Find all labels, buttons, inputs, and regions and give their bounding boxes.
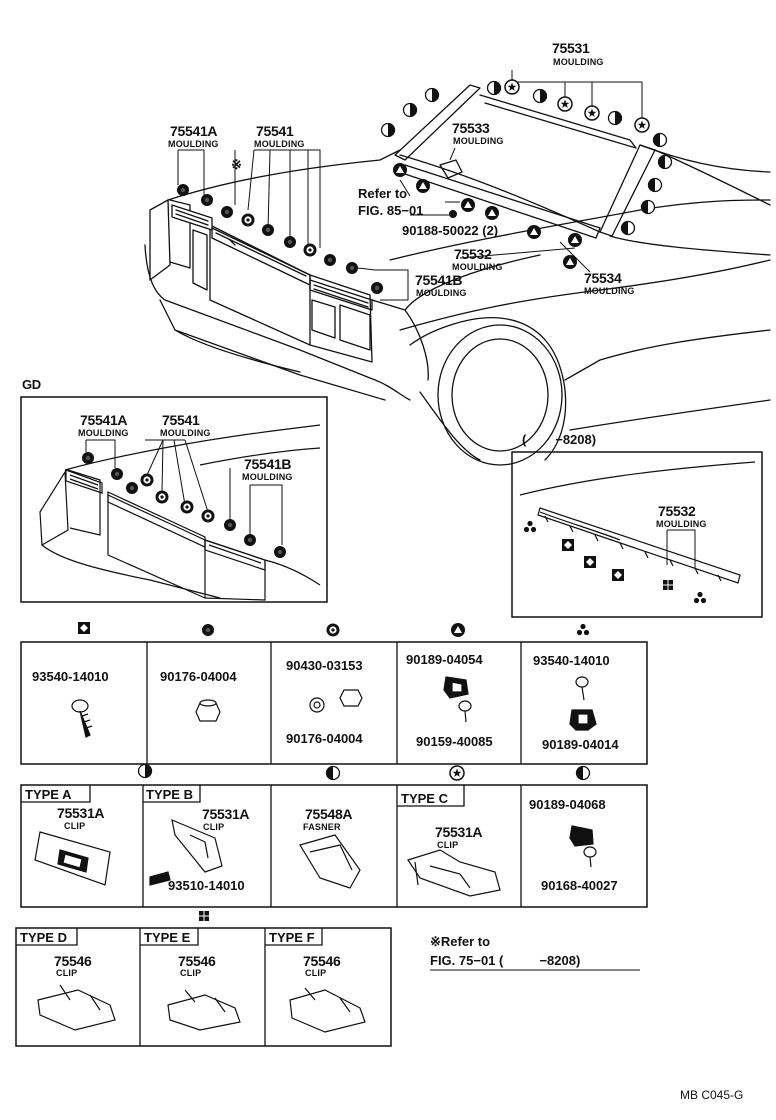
name-75532: MOULDING <box>452 262 503 272</box>
name-75541: MOULDING <box>254 139 305 149</box>
r1c5-part-b: 90189-04014 <box>542 737 619 752</box>
r2c4-part: 75531A <box>435 824 483 840</box>
gd-name-75541B: MOULDING <box>242 472 293 482</box>
type-a-label: TYPE A <box>25 787 72 802</box>
part-75541: 75541 <box>256 123 294 139</box>
r3c1-name: CLIP <box>56 968 78 978</box>
refer-fig-85-01: FIG. 85−01 <box>358 203 424 218</box>
gd-part-75541: 75541 <box>162 412 200 428</box>
type-d-label: TYPE D <box>20 930 67 945</box>
r2c5-extra: 90168-40027 <box>541 878 618 893</box>
r3c2-part: 75546 <box>178 953 216 969</box>
inset-name-75532: MOULDING <box>656 519 707 529</box>
gd-part-75541B: 75541B <box>244 456 292 472</box>
r1c4-part-b: 90159-40085 <box>416 734 493 749</box>
r2c1-part: 75531A <box>57 805 105 821</box>
r2c3-name: FASNER <box>303 822 341 832</box>
r1c4-part-a: 90189-04054 <box>406 652 483 667</box>
gd-name-75541: MOULDING <box>160 428 211 438</box>
r2c2-extra: 93510-14010 <box>168 878 245 893</box>
part-75541B: 75541B <box>415 272 463 288</box>
r2c5-part: 90189-04068 <box>529 797 606 812</box>
type-e-label: TYPE E <box>144 930 191 945</box>
refer-to-label: Refer to <box>358 186 408 201</box>
part-75532: 75532 <box>454 246 492 262</box>
name-75541B: MOULDING <box>416 288 467 298</box>
r1c1-part: 93540-14010 <box>32 669 109 684</box>
r3c1-part: 75546 <box>54 953 92 969</box>
r1c5-part-a: 93540-14010 <box>533 653 610 668</box>
name-75541A: MOULDING <box>168 139 219 149</box>
r2c1-name: CLIP <box>64 821 86 831</box>
r2c2-part: 75531A <box>202 806 250 822</box>
r3c2-name: CLIP <box>180 968 202 978</box>
type-b-label: TYPE B <box>146 787 193 802</box>
name-75534: MOULDING <box>584 286 635 296</box>
diagram-code: MB C045-G <box>680 1088 744 1102</box>
part-75541A: 75541A <box>170 123 218 139</box>
r2c3-part: 75548A <box>305 806 353 822</box>
inset-part-75532: 75532 <box>658 503 696 519</box>
name-75531: MOULDING <box>553 57 604 67</box>
part-75534: 75534 <box>584 270 622 286</box>
r1c3-part-b: 90176-04004 <box>286 731 363 746</box>
r1c3-part-a: 90430-03153 <box>286 658 363 673</box>
r3c3-part: 75546 <box>303 953 341 969</box>
gd-name-75541A: MOULDING <box>78 428 129 438</box>
r3c3-name: CLIP <box>305 968 327 978</box>
note-refer-to: ※Refer to <box>430 934 491 949</box>
part-75533: 75533 <box>452 120 490 136</box>
r1c2-part: 90176-04004 <box>160 669 237 684</box>
name-75533: MOULDING <box>453 136 504 146</box>
asterisk-mark: ※ <box>231 157 242 172</box>
gd-part-75541A: 75541A <box>80 412 128 428</box>
type-f-label: TYPE F <box>269 930 315 945</box>
note-fig-75-01: FIG. 75−01 ( −8208) <box>430 953 581 968</box>
gd-label: GD <box>22 377 41 392</box>
r2c4-name: CLIP <box>437 840 459 850</box>
bolt-90188-50022: 90188-50022 (2) <box>402 223 499 238</box>
part-75531: 75531 <box>552 40 590 56</box>
type-c-label: TYPE C <box>401 791 448 806</box>
r2c2-name: CLIP <box>203 822 225 832</box>
inset-date-label: ( −8208) <box>522 432 597 447</box>
